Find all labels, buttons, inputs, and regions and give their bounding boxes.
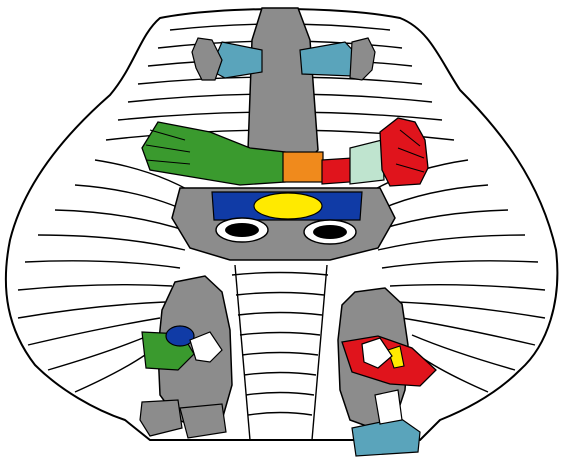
upper-right-arm-light-green	[350, 140, 384, 184]
upper-right-pupil	[313, 225, 347, 239]
upper-homunculus-trunk	[248, 8, 318, 168]
lower-right-white-leg	[375, 390, 402, 424]
lower-left-blue-mouth	[166, 326, 194, 346]
upper-head-yellow-mouth	[254, 193, 322, 219]
upper-right-arm-red	[322, 158, 352, 184]
upper-left-pupil	[225, 223, 259, 237]
upper-orange-segment	[283, 152, 323, 182]
lower-left-foot-2	[180, 404, 226, 438]
